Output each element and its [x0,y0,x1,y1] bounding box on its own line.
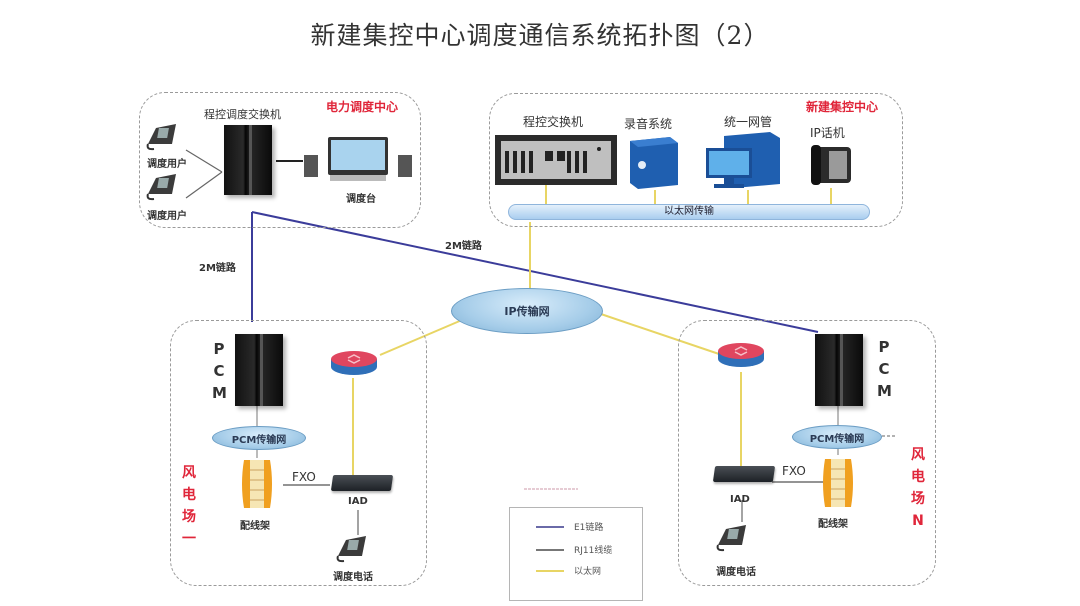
iad-device-icon [330,475,394,491]
pcm-letter: M [212,384,227,402]
wind-farm-1-label: 风 电 场 一 [181,462,197,550]
distribution-frame-icon [823,459,853,507]
workstation-icon [706,132,780,188]
zone-power-dispatch-center [139,92,421,228]
iad-label-n: IAD [730,494,750,505]
wind-farm-char: 电 [911,469,925,485]
dispatch-console-icon [304,137,412,181]
pcm-device-icon [815,334,863,406]
pcm-letter: C [878,360,890,378]
wind-farm-n-label: 风 电 场 N [910,444,926,532]
legend-swatch-rj11 [536,549,564,551]
e1-link-label-right: 2M链路 [445,241,482,252]
wind-farm-char: 风 [911,447,925,463]
e1-link-label-left: 2M链路 [199,263,236,274]
legend-item-rj11: RJ11线缆 [510,543,642,557]
recording-system-label: 录音系统 [624,117,673,131]
dispatch-phone-icon [716,525,746,552]
distribution-frame-label-1: 配线架 [240,521,270,532]
rack-switch-icon [495,135,617,185]
dispatch-phone-icon [336,536,366,563]
dispatch-switch-icon [224,125,272,195]
dispatch-console-label: 调度台 [346,194,376,205]
pcm-device-icon [235,334,283,406]
pcm-letter: C [213,362,225,380]
fxo-label-1: FXO [292,470,316,484]
zone-wind-farm-1 [170,320,427,586]
wind-farm-char: 场 [911,491,925,507]
wind-farm-char: 风 [182,465,196,481]
ip-phone-label: IP话机 [810,126,845,140]
ethernet-bus: 以太网传输 [508,204,870,220]
dispatch-user-label-1: 调度用户 [147,159,187,170]
legend-label-rj11: RJ11线缆 [574,546,613,556]
pcm-letter: P [213,340,225,358]
wind-farm-char: 电 [182,487,196,503]
legend-swatch-e1 [536,526,564,528]
distribution-frame-icon [242,460,272,508]
legend-label-e1: E1链路 [574,523,604,533]
fxo-label-n: FXO [782,464,806,478]
dispatch-switch-label: 程控调度交换机 [204,108,281,121]
dispatch-phone-label-1: 调度电话 [333,572,373,583]
legend: E1链路 RJ11线缆 以太网 [509,507,643,601]
pcm-network-cloud-1: PCM传输网 [212,426,306,450]
wind-farm-char: N [912,513,924,529]
pcm-letters-n: P C M [877,336,892,402]
pcm-network-cloud-n: PCM传输网 [792,425,882,449]
legend-item-ethernet: 以太网 [510,564,642,578]
desk-phone-icon [146,124,176,151]
server-icon [630,137,678,189]
legend-label-ethernet: 以太网 [574,567,602,577]
dispatch-user-label-2: 调度用户 [147,211,187,222]
dispatch-phone-label-n: 调度电话 [716,567,756,578]
router-icon [331,351,377,375]
ip-network-cloud: IP传输网 [451,288,603,334]
desk-phone-icon [146,174,176,201]
network-mgmt-label: 统一网管 [724,115,773,129]
zone-wind-farm-n [678,320,936,586]
ip-phone-icon [811,145,851,185]
iad-label-1: IAD [348,496,368,507]
pcm-letter: M [877,382,892,400]
pcm-letters-1: P C M [212,338,227,404]
rj11-user2-switch [185,171,223,199]
diagram-title: 新建集控中心调度通信系统拓扑图（2） [310,21,770,50]
pcm-network-label-1: PCM传输网 [231,434,287,446]
wind-farm-char: 一 [182,531,196,547]
distribution-frame-label-n: 配线架 [818,519,848,530]
iad-device-icon [712,466,776,482]
pbx-label: 程控交换机 [523,115,584,129]
pcm-letter: P [878,338,890,356]
e1-link-right [251,211,819,333]
legend-swatch-ethernet [536,570,564,572]
power-dispatch-center-label: 电力调度中心 [326,100,399,114]
router-icon [718,343,764,367]
pcm-network-label-n: PCM传输网 [809,433,865,445]
legend-item-e1: E1链路 [510,520,642,534]
new-control-center-label: 新建集控中心 [806,100,879,114]
ip-network-label: IP传输网 [504,305,550,318]
eth-cloud-router2 [594,311,723,356]
zone-new-control-center [489,93,903,227]
rj11-user1-switch [185,149,223,173]
wind-farm-char: 场 [182,509,196,525]
